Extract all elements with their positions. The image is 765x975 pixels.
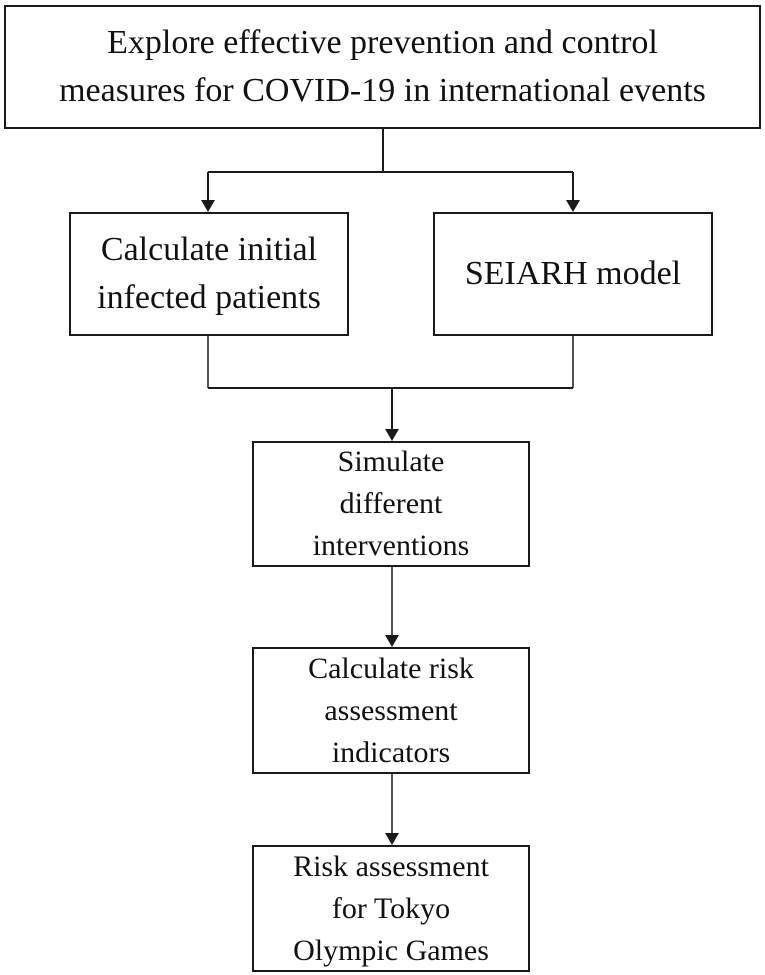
tokyo-risk-assessment-label: Risk assessment for Tokyo Olympic Games [293,849,489,967]
explore-measures-label: Explore effective prevention and control… [59,24,706,109]
tokyo-risk-assessment-box: Risk assessment for Tokyo Olympic Games [252,845,530,972]
calculate-risk-indicators-label: Calculate risk assessment indicators [308,651,474,769]
arrowhead-calc-risk-box [385,635,399,647]
arrowhead-right-box [566,200,580,212]
calculate-initial-infected-label: Calculate initial infected patients [97,231,321,316]
calculate-risk-indicators-box: Calculate risk assessment indicators [252,647,530,774]
arrowhead-simulate-box [385,429,399,441]
seiarh-model-label: SEIARH model [464,255,682,292]
seiarh-model-box: SEIARH model [433,212,713,336]
explore-measures-box: Explore effective prevention and control… [4,5,761,129]
calculate-initial-infected-box: Calculate initial infected patients [69,212,349,336]
simulate-interventions-box: Simulate different interventions [252,441,530,567]
arrowhead-left-box [201,200,215,212]
arrowhead-tokyo-box [385,833,399,845]
simulate-interventions-label: Simulate different interventions [312,445,470,562]
